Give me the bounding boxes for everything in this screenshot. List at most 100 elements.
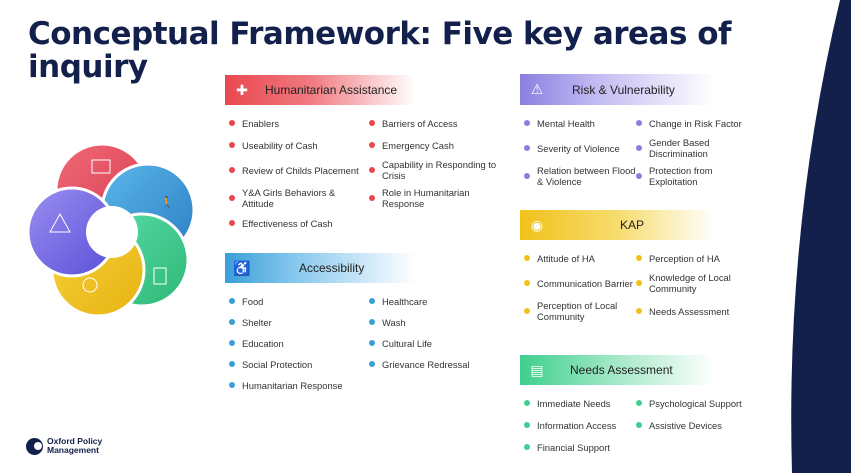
- medical-kit-icon: ✚: [236, 81, 248, 98]
- warning-icon: [49, 212, 71, 233]
- bullet-dot: [229, 298, 235, 304]
- bullet-dot: [369, 120, 375, 126]
- bullet-dot: [524, 120, 530, 126]
- list-item: Shelter: [229, 314, 369, 330]
- brain-head-icon: [82, 277, 98, 293]
- bullet-dot: [229, 382, 235, 388]
- list-item: Mental Health: [524, 115, 636, 131]
- list-item-label: Attitude of HA: [537, 252, 595, 264]
- bullet-dot: [636, 120, 642, 126]
- list-item-label: Change in Risk Factor: [649, 117, 742, 129]
- list-item-label: Useability of Cash: [242, 139, 318, 151]
- list-item: Relation between Flood & Violence: [524, 165, 636, 187]
- list-item: Healthcare: [369, 293, 509, 309]
- bullet-dot: [636, 422, 642, 428]
- list-item: Role in Humanitarian Response: [369, 187, 509, 209]
- list-item: Financial Support: [524, 439, 636, 455]
- bullet-dot: [636, 173, 642, 179]
- list-item-label: Review of Childs Placement: [242, 164, 359, 176]
- list-item: Perception of Local Community: [524, 300, 636, 322]
- warning-icon: ⚠: [530, 81, 544, 97]
- bullet-dot: [369, 195, 375, 201]
- brain-head-icon: ◉: [530, 216, 544, 233]
- bullet-dot: [369, 319, 375, 325]
- bullet-dot: [229, 319, 235, 325]
- list-item: Grievance Redressal: [369, 356, 509, 372]
- bullet-dot: [369, 361, 375, 367]
- list-item-label: Enablers: [242, 117, 280, 129]
- list-item-label: Shelter: [242, 316, 272, 328]
- list-item-label: Financial Support: [537, 441, 610, 453]
- list-item: Barriers of Access: [369, 115, 509, 131]
- list-item-label: Wash: [382, 316, 406, 328]
- bullet-dot: [636, 280, 642, 286]
- bullet-dot: [636, 308, 642, 314]
- list-item: Psychological Support: [636, 395, 756, 411]
- bullet-dot: [229, 220, 235, 226]
- list-item: Severity of Violence: [524, 137, 636, 159]
- list-item-label: Effectiveness of Cash: [242, 217, 333, 229]
- list-item-label: Perception of HA: [649, 252, 720, 264]
- list-item-label: Knowledge of Local Community: [649, 272, 731, 294]
- bullet-dot: [229, 195, 235, 201]
- list-item-label: Perception of Local Community: [537, 300, 618, 322]
- list-item-label: Cultural Life: [382, 337, 433, 349]
- list-item: Assistive Devices: [636, 417, 756, 433]
- list-item-label: Healthcare: [382, 295, 428, 307]
- list-item: Wash: [369, 314, 509, 330]
- bullet-dot: [636, 400, 642, 406]
- bullet-dot: [524, 422, 530, 428]
- bullet-dot: [524, 255, 530, 261]
- list-item: Review of Childs Placement: [229, 159, 369, 181]
- list-item-label: Food: [242, 295, 264, 307]
- bullet-dot: [229, 361, 235, 367]
- list-item: Needs Assessment: [636, 300, 756, 322]
- list-item: Education: [229, 335, 369, 351]
- list-item-label: Humanitarian Response: [242, 379, 343, 391]
- clipboard-icon: ▤: [530, 361, 544, 378]
- list-item-label: Mental Health: [537, 117, 595, 129]
- list-item-label: Social Protection: [242, 358, 313, 370]
- list-item: Food: [229, 293, 369, 309]
- section-title: Accessibility: [299, 261, 365, 275]
- list-item-label: Gender Based Discrimination: [649, 137, 710, 159]
- list-item: Social Protection: [229, 356, 369, 372]
- list-item-label: Severity of Violence: [537, 142, 620, 154]
- logo-text-line2: Management: [47, 445, 99, 455]
- list-item: Enablers: [229, 115, 369, 131]
- logo-text-line1: Oxford Policy: [47, 436, 103, 446]
- list-item-label: Capability in Responding to Crisis: [382, 159, 497, 181]
- bullet-dot: [524, 280, 530, 286]
- list-item-label: Needs Assessment: [649, 305, 730, 317]
- list-item: Attitude of HA: [524, 250, 636, 266]
- list-item: Protection from Exploitation: [636, 165, 756, 187]
- bullet-dot: [636, 255, 642, 261]
- section-title: Needs Assessment: [570, 363, 673, 377]
- list-item-label: Assistive Devices: [649, 419, 722, 431]
- list-item: Knowledge of Local Community: [636, 272, 756, 294]
- bullet-dot: [524, 173, 530, 179]
- bullet-dot: [229, 120, 235, 126]
- list-item: Effectiveness of Cash: [229, 215, 369, 231]
- list-item: Gender Based Discrimination: [636, 137, 756, 159]
- bullet-dot: [229, 167, 235, 173]
- bullet-dot: [369, 142, 375, 148]
- list-item-label: Grievance Redressal: [382, 358, 470, 370]
- list-item-label: Relation between Flood & Violence: [537, 165, 636, 187]
- list-item: Immediate Needs: [524, 395, 636, 411]
- bullet-dot: [524, 444, 530, 450]
- list-item-label: Information Access: [537, 419, 617, 431]
- bullet-dot: [369, 298, 375, 304]
- list-item-label: Education: [242, 337, 284, 349]
- people-accessibility-icon: ♿: [233, 259, 251, 276]
- bullet-dot: [369, 167, 375, 173]
- bullet-dot: [524, 145, 530, 151]
- list-item: Capability in Responding to Crisis: [369, 159, 509, 181]
- bullet-dot: [524, 308, 530, 314]
- list-item: Cultural Life: [369, 335, 509, 351]
- medical-kit-icon: [91, 159, 111, 174]
- list-item: Perception of HA: [636, 250, 756, 266]
